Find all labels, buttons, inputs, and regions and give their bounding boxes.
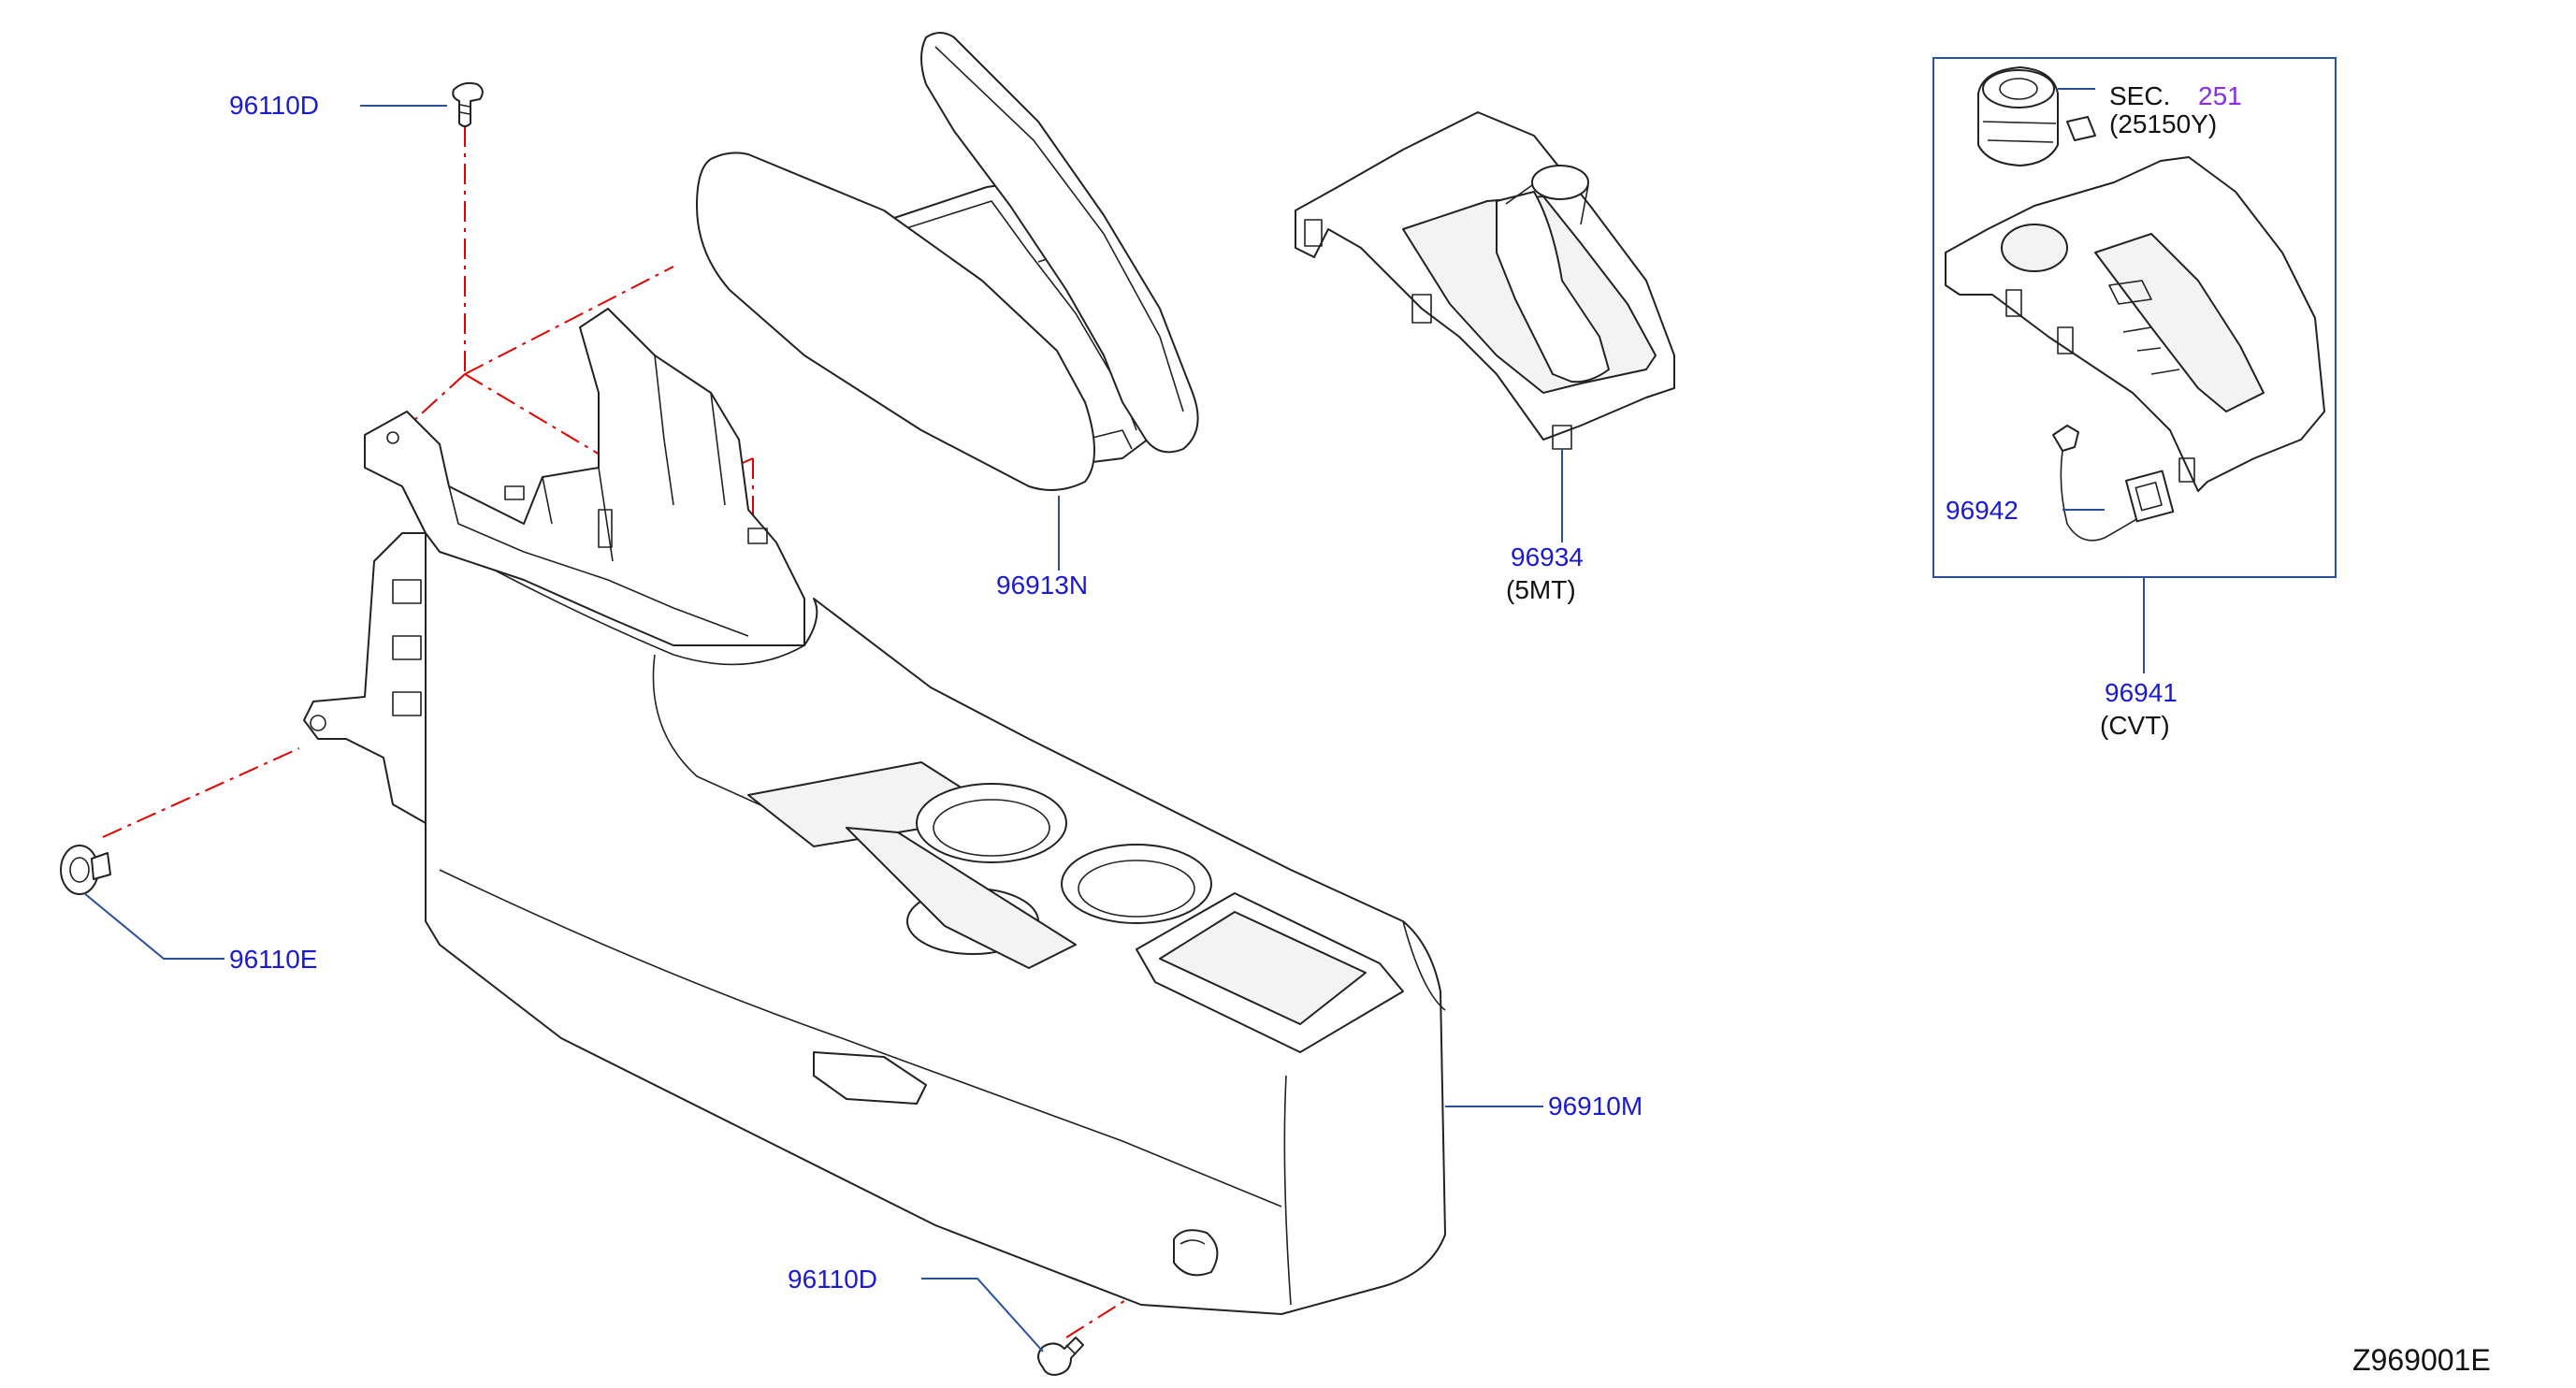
note-cvt: (CVT) — [2100, 711, 2170, 740]
section-label: SEC. — [2109, 81, 2170, 110]
callout-console-body: 96910M — [1548, 1092, 1643, 1121]
console-bracket — [303, 308, 805, 824]
clip-bottom — [1037, 1337, 1084, 1376]
section-number: 251 — [2198, 81, 2242, 110]
callout-boot-finisher: 96934 — [1511, 542, 1584, 571]
boot-finisher-5mt — [1295, 111, 1675, 450]
section-part-number: (25150Y) — [2109, 109, 2217, 138]
console-body — [425, 532, 1446, 1315]
clip-left — [60, 845, 111, 895]
callout-clip-top: 96110D — [229, 91, 319, 120]
callout-harness: 96942 — [1946, 496, 2019, 525]
armrest-lid — [696, 32, 1199, 491]
callout-cvt-finisher: 96941 — [2105, 678, 2178, 707]
drawing-code: Z969001E — [2352, 1343, 2491, 1377]
callout-armrest-lid: 96913N — [996, 571, 1088, 600]
cvt-detail-box — [1932, 57, 2337, 578]
note-5mt: (5MT) — [1506, 575, 1576, 604]
leader-lines — [83, 88, 2145, 1352]
callout-clip-left: 96110E — [229, 945, 317, 974]
clip-top — [452, 81, 484, 127]
callout-clip-bottom: 96110D — [788, 1265, 877, 1294]
